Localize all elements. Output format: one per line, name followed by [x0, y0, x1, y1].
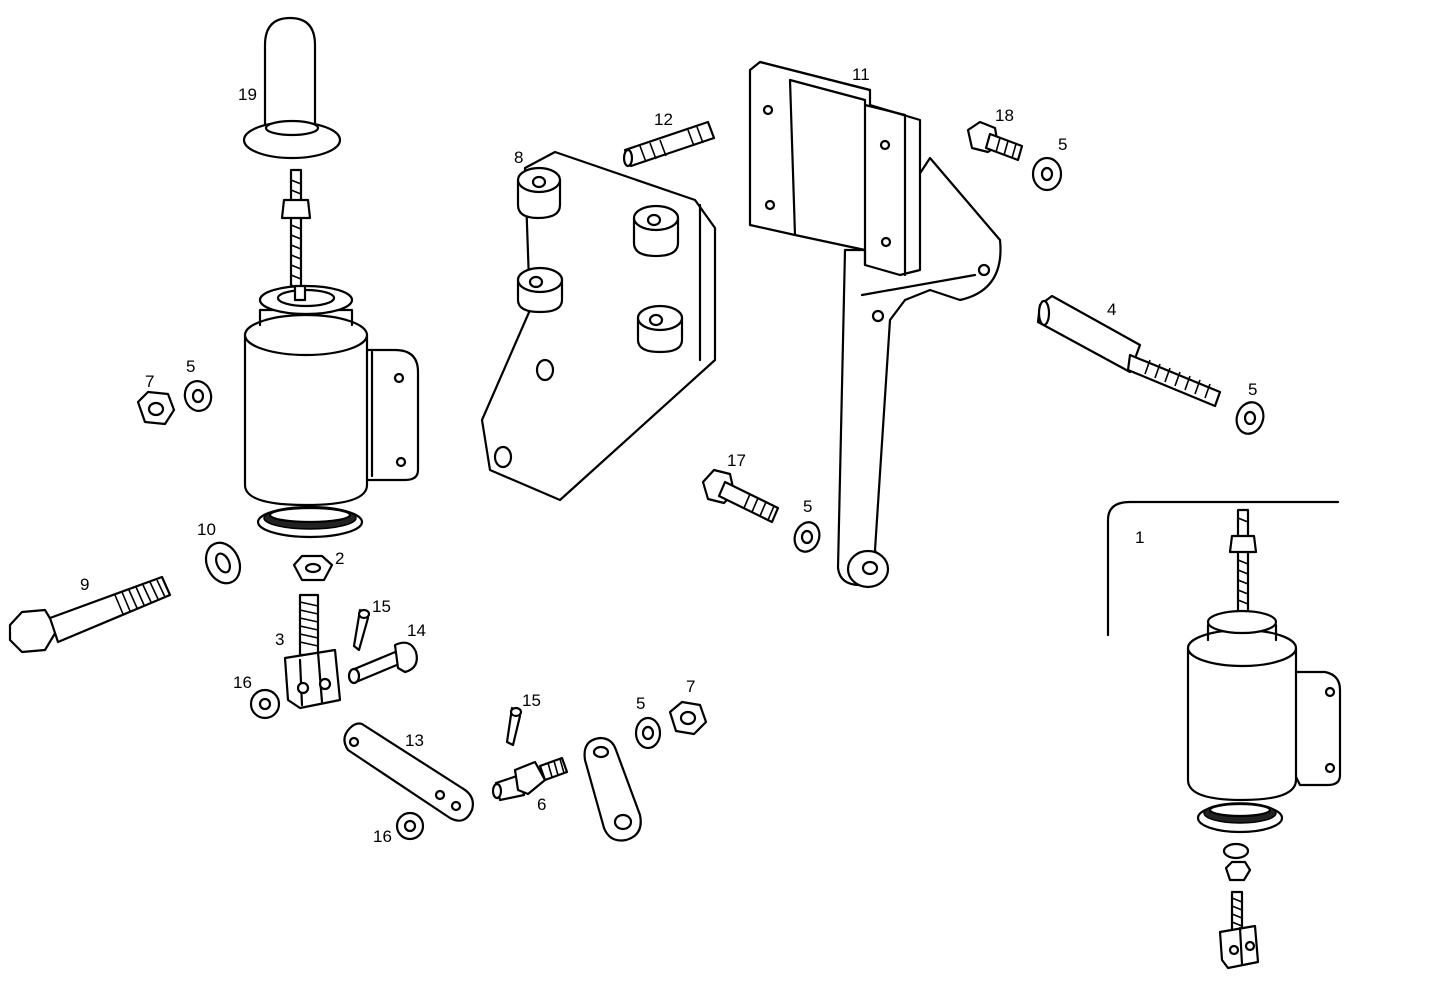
bolt-part-18: [966, 120, 1024, 162]
bolt-part-17: [701, 468, 780, 524]
rubber-boot-part-19: [242, 16, 342, 160]
callout-12: 12: [654, 110, 673, 129]
stud-part-12: [622, 120, 716, 168]
callout-7b: 7: [686, 677, 695, 696]
callout-15a: 15: [372, 597, 391, 616]
callout-4: 4: [1107, 300, 1116, 319]
washer-part-16b: [395, 811, 425, 841]
callout-1: 1: [1135, 528, 1144, 547]
washer-part-5d: [1235, 401, 1265, 435]
callout-16a: 16: [233, 673, 252, 692]
washer-part-16a: [249, 688, 281, 720]
washer-part-5b: [634, 716, 662, 750]
washer-part-5c: [1031, 156, 1063, 192]
callout-13: 13: [405, 731, 424, 750]
nut-part-2: [292, 554, 334, 582]
callout-16b: 16: [373, 827, 392, 846]
callout-19: 19: [238, 85, 257, 104]
washer-part-5e: [793, 521, 821, 553]
solenoid-assembly-part-1: [1106, 500, 1342, 970]
callout-15b: 15: [522, 691, 541, 710]
callout-7a: 7: [145, 372, 154, 391]
callout-5d: 5: [1248, 380, 1257, 399]
callout-9: 9: [80, 575, 89, 594]
pin-part-14: [347, 641, 418, 685]
callout-2: 2: [335, 549, 344, 568]
callout-labels: 19 7 5 10 2 9 15 14 3 16 15 13 6 16 5 7 …: [80, 65, 1257, 846]
cotter-pin-part-15a: [352, 608, 371, 652]
callout-3: 3: [275, 630, 284, 649]
washer-part-5a: [183, 380, 213, 412]
callout-18: 18: [995, 106, 1014, 125]
callout-5e: 5: [803, 497, 812, 516]
callout-11: 11: [852, 65, 870, 84]
stud-part-6: [491, 756, 569, 802]
clevis-part-3: [283, 593, 342, 710]
mounting-plate-part-8: [480, 150, 717, 502]
callout-8: 8: [514, 148, 523, 167]
nut-part-7a: [136, 390, 176, 426]
callout-6: 6: [537, 795, 546, 814]
lever-plate: [583, 736, 642, 842]
washer-part-10: [204, 541, 242, 585]
spacer-part-4: [1036, 294, 1222, 408]
nut-part-7b: [668, 700, 708, 736]
callout-10: 10: [197, 520, 216, 539]
callout-5c: 5: [1058, 135, 1067, 154]
solenoid-left: [243, 168, 420, 539]
cotter-pin-part-15b: [505, 706, 523, 747]
bolt-part-9: [8, 575, 172, 654]
callout-17: 17: [727, 451, 746, 470]
bracket-part-11: [748, 60, 1002, 589]
callout-14: 14: [407, 621, 426, 640]
link-plate-part-13: [343, 722, 474, 822]
callout-5b: 5: [636, 694, 645, 713]
callout-5a: 5: [186, 357, 195, 376]
